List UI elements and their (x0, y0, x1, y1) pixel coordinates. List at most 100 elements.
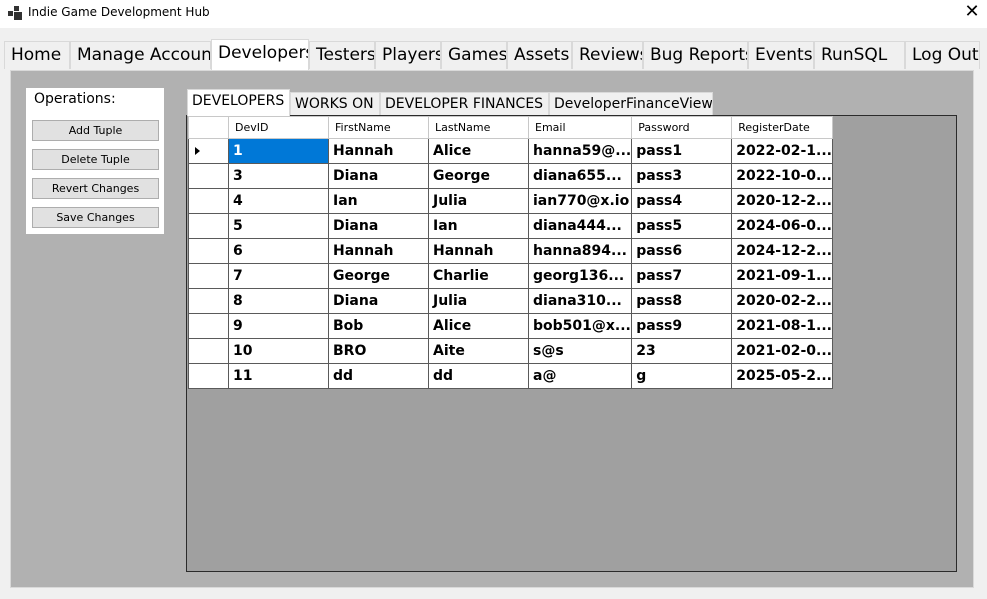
cell-registerdate[interactable]: 2020-02-2... (731, 288, 833, 314)
cell-lastname[interactable]: Charlie (428, 263, 529, 289)
cell-registerdate[interactable]: 2020-12-2... (731, 188, 833, 214)
cell-lastname[interactable]: Alice (428, 138, 529, 164)
cell-registerdate[interactable]: 2025-05-2... (731, 363, 833, 389)
row-header[interactable] (188, 188, 229, 214)
cell-registerdate[interactable]: 2021-08-1... (731, 313, 833, 339)
tab-bug-reports[interactable]: Bug Reports (643, 41, 748, 69)
tab-reviews[interactable]: Reviews (572, 41, 643, 69)
cell-devid[interactable]: 9 (228, 313, 329, 339)
column-header-lastname[interactable]: LastName (428, 116, 529, 139)
cell-lastname[interactable]: George (428, 163, 529, 189)
cell-lastname[interactable]: dd (428, 363, 529, 389)
cell-email[interactable]: diana655... (527, 163, 633, 189)
cell-lastname[interactable]: Julia (428, 288, 529, 314)
cell-devid[interactable]: 6 (228, 238, 329, 264)
cell-lastname[interactable]: Aite (428, 338, 529, 364)
tab-events[interactable]: Events (748, 41, 814, 69)
cell-firstname[interactable]: Hannah (328, 238, 429, 264)
cell-email[interactable]: bob501@x... (527, 313, 633, 339)
cell-devid[interactable]: 11 (228, 363, 329, 389)
cell-devid[interactable]: 10 (228, 338, 329, 364)
cell-devid[interactable]: 3 (228, 163, 329, 189)
tab-works-on[interactable]: WORKS ON (290, 92, 380, 116)
cell-firstname[interactable]: dd (328, 363, 429, 389)
row-header[interactable] (188, 263, 229, 289)
cell-password[interactable]: g (631, 363, 733, 389)
cell-firstname[interactable]: Bob (328, 313, 429, 339)
cell-password[interactable]: pass5 (631, 213, 733, 239)
cell-registerdate[interactable]: 2022-10-0... (731, 163, 833, 189)
tab-runsql[interactable]: RunSQL (814, 41, 905, 69)
cell-firstname[interactable]: Ian (328, 188, 429, 214)
tab-log-out[interactable]: Log Out (905, 41, 980, 69)
cell-email[interactable]: ian770@x.io (527, 188, 633, 214)
cell-email[interactable]: s@s (527, 338, 633, 364)
close-icon[interactable]: ✕ (964, 1, 980, 22)
cell-lastname[interactable]: Ian (428, 213, 529, 239)
cell-email[interactable]: georg136... (527, 263, 633, 289)
save-changes-button[interactable]: Save Changes (32, 207, 159, 228)
cell-password[interactable]: pass4 (631, 188, 733, 214)
cell-password[interactable]: pass6 (631, 238, 733, 264)
cell-lastname[interactable]: Alice (428, 313, 529, 339)
cell-lastname[interactable]: Hannah (428, 238, 529, 264)
cell-firstname[interactable]: George (328, 263, 429, 289)
cell-registerdate[interactable]: 2021-09-1... (731, 263, 833, 289)
column-header-devid[interactable]: DevID (228, 116, 329, 139)
cell-email[interactable]: diana444... (527, 213, 633, 239)
tab-manage-account[interactable]: Manage Account (70, 41, 211, 69)
cell-password[interactable]: pass8 (631, 288, 733, 314)
cell-registerdate[interactable]: 2024-12-2... (731, 238, 833, 264)
cell-firstname[interactable]: Diana (328, 213, 429, 239)
cell-email[interactable]: hanna59@... (527, 138, 633, 164)
cell-devid[interactable]: 4 (228, 188, 329, 214)
row-header[interactable] (188, 138, 229, 164)
cell-email[interactable]: a@ (527, 363, 633, 389)
row-header[interactable] (188, 213, 229, 239)
cell-firstname[interactable]: Hannah (328, 138, 429, 164)
column-header-password[interactable]: Password (631, 116, 733, 139)
add-tuple-button[interactable]: Add Tuple (32, 120, 159, 141)
tab-developer-finance-view[interactable]: DeveloperFinanceView (549, 92, 713, 116)
cell-password[interactable]: pass1 (631, 138, 733, 164)
cell-firstname[interactable]: Diana (328, 163, 429, 189)
delete-tuple-button[interactable]: Delete Tuple (32, 149, 159, 170)
revert-changes-button[interactable]: Revert Changes (32, 178, 159, 199)
tab-assets[interactable]: Assets (507, 41, 572, 69)
column-header-email[interactable]: Email (527, 116, 633, 139)
row-header[interactable] (188, 313, 229, 339)
cell-email[interactable]: hanna894... (527, 238, 633, 264)
row-header[interactable] (188, 163, 229, 189)
cell-email[interactable]: diana310... (527, 288, 633, 314)
data-grid[interactable]: DevID FirstName LastName Email Password … (186, 115, 957, 572)
tab-developer-finances[interactable]: DEVELOPER FINANCES (380, 92, 549, 116)
cell-password[interactable]: 23 (631, 338, 733, 364)
tab-developers-table[interactable]: DEVELOPERS (187, 89, 290, 116)
cell-devid[interactable]: 8 (228, 288, 329, 314)
row-header[interactable] (188, 338, 229, 364)
column-header-firstname[interactable]: FirstName (328, 116, 429, 139)
cell-registerdate[interactable]: 2024-06-0... (731, 213, 833, 239)
cell-password[interactable]: pass3 (631, 163, 733, 189)
cell-devid[interactable]: 7 (228, 263, 329, 289)
row-header[interactable] (188, 363, 229, 389)
cell-registerdate[interactable]: 2022-02-1... (731, 138, 833, 164)
tab-home[interactable]: Home (4, 41, 70, 69)
cell-registerdate[interactable]: 2021-02-0... (731, 338, 833, 364)
tab-developers[interactable]: Developers (211, 39, 309, 70)
row-header[interactable] (188, 288, 229, 314)
column-header-registerdate[interactable]: RegisterDate (731, 116, 833, 139)
cell-password[interactable]: pass7 (631, 263, 733, 289)
tab-players[interactable]: Players (375, 41, 441, 69)
cell-firstname[interactable]: BRO (328, 338, 429, 364)
tab-testers[interactable]: Testers (309, 41, 375, 69)
